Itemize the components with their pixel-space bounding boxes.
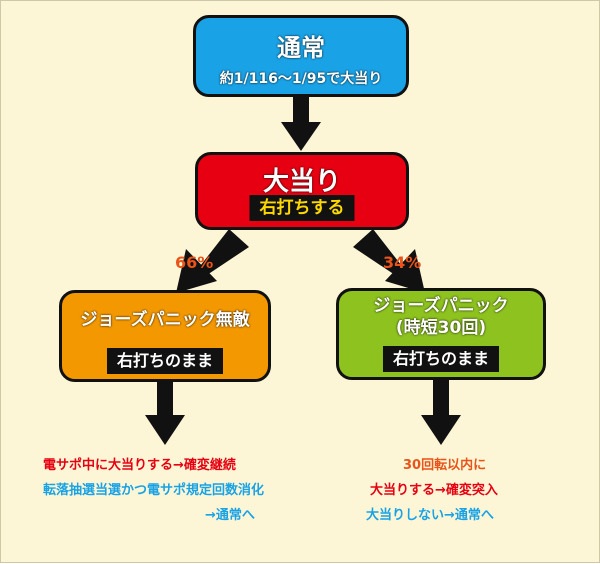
arrow-jackpot-to-left-shaft [197, 229, 249, 277]
left-note-line3: →通常へ [205, 508, 255, 523]
invincible-mode-box: ジョーズパニック無敵 右打ちのまま [59, 290, 271, 382]
arrow-jackpot-to-right-head [385, 249, 425, 293]
invincible-mode-tag: 右打ちのまま [106, 348, 224, 374]
arrow-normal-to-jackpot-shaft [293, 97, 309, 125]
jackpot-box: 大当り 右打ちする [195, 152, 409, 230]
normal-state-box: 通常 約1/116〜1/95で大当り [193, 15, 409, 97]
time-short-mode-box: ジョーズパニック (時短30回) 右打ちのまま [336, 288, 546, 380]
normal-state-title: 通常 [277, 34, 325, 62]
time-short-mode-title-line1: ジョーズパニック [373, 296, 509, 316]
arrow-jackpot-to-left-head [176, 249, 217, 293]
time-short-mode-tag: 右打ちのまま [382, 346, 500, 372]
right-note-line3: 大当りしない→通常へ [366, 508, 494, 523]
right-branch-percent: 34% [383, 253, 422, 272]
left-branch-percent: 66% [175, 253, 214, 272]
left-note-line1: 電サポ中に大当りする→確変継続 [43, 458, 236, 473]
right-note-line1: 30回転以内に [403, 458, 487, 473]
normal-state-probability: 約1/116〜1/95で大当り [219, 71, 383, 87]
left-note-line2: 転落抽選当選かつ電サポ規定回数消化 [43, 483, 265, 498]
arrow-normal-to-jackpot-head [281, 122, 321, 151]
arrow-left-down-shaft [157, 382, 173, 418]
jackpot-tag: 右打ちする [249, 195, 355, 221]
arrow-jackpot-to-right-shaft [353, 229, 405, 277]
jackpot-title: 大当り [262, 167, 341, 197]
invincible-mode-title: ジョーズパニック無敵 [80, 310, 250, 330]
time-short-mode-title: ジョーズパニック (時短30回) [339, 295, 543, 339]
right-note-line2: 大当りする→確変突入 [370, 483, 498, 498]
time-short-mode-title-line2: (時短30回) [395, 318, 487, 338]
arrow-right-down-head [421, 415, 461, 445]
arrow-left-down-head [145, 415, 185, 445]
arrow-right-down-shaft [433, 380, 449, 418]
